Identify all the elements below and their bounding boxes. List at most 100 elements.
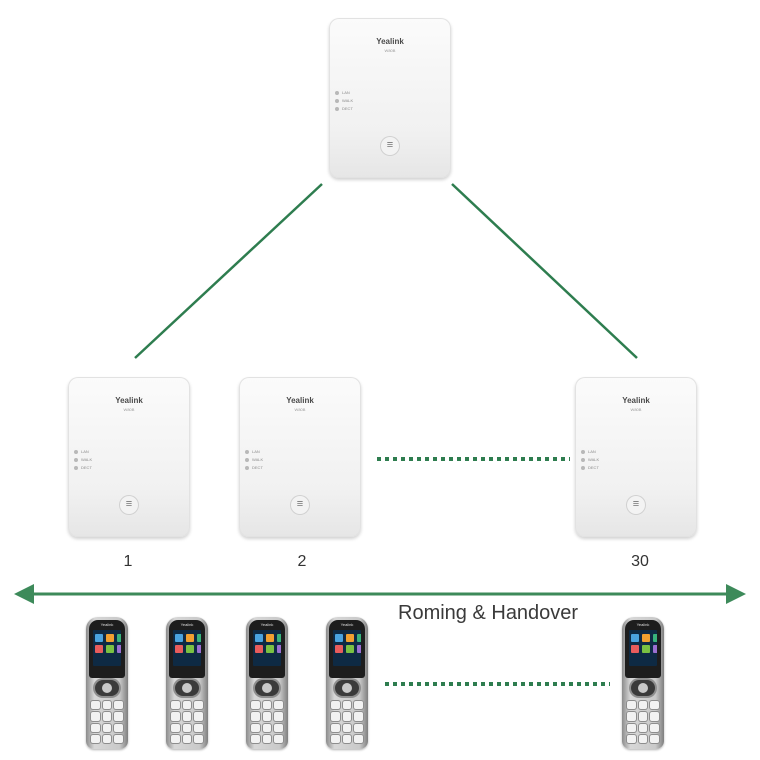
led-icon	[581, 457, 585, 462]
key	[274, 712, 283, 721]
key	[262, 701, 272, 710]
app-icon	[642, 634, 650, 642]
led-label: LAN	[252, 449, 260, 454]
key	[171, 712, 180, 721]
brand-label: Yealink	[286, 396, 314, 405]
key	[354, 734, 363, 743]
key	[627, 734, 636, 743]
app-icon	[631, 645, 639, 653]
menu-button-icon	[380, 136, 400, 156]
model-label: W80B	[384, 48, 396, 53]
app-icon	[346, 634, 354, 642]
app-icon	[95, 645, 103, 653]
key	[331, 734, 340, 743]
base-station-30: Yealink W80B LAN WALK DECT	[575, 377, 697, 537]
connector-line-right	[451, 183, 638, 359]
key	[354, 723, 363, 732]
keypad	[331, 701, 363, 743]
led-label: LAN	[342, 90, 350, 95]
led-indicators: LAN WALK DECT	[581, 448, 599, 472]
model-label: W80B	[630, 407, 642, 412]
led-icon	[335, 98, 339, 103]
app-icon	[266, 645, 274, 653]
base-station-1: Yealink W80B LAN WALK DECT	[68, 377, 190, 537]
app-icon	[175, 634, 183, 642]
key	[342, 701, 352, 710]
led-icon	[581, 465, 585, 470]
menu-button-icon	[290, 495, 310, 515]
app-icon	[335, 645, 343, 653]
app-icon	[346, 645, 354, 653]
app-icon	[255, 634, 263, 642]
app-icon	[653, 634, 657, 642]
app-icon	[335, 634, 343, 642]
key	[650, 712, 659, 721]
handset-brand: Yealink	[180, 622, 194, 627]
app-icon	[266, 634, 274, 642]
led-indicators: LAN WALK DECT	[74, 448, 92, 472]
key	[182, 734, 192, 743]
key	[91, 734, 100, 743]
key	[114, 712, 123, 721]
keypad	[251, 701, 283, 743]
app-icon	[186, 645, 194, 653]
key	[650, 734, 659, 743]
handset-3: Yealink	[246, 617, 288, 749]
handset-brand: Yealink	[636, 622, 650, 627]
key	[251, 712, 260, 721]
key	[171, 723, 180, 732]
key	[194, 701, 203, 710]
led-label: WALK	[588, 457, 600, 462]
handset-screen	[173, 630, 201, 666]
keypad	[171, 701, 203, 743]
brand-label: Yealink	[622, 396, 650, 405]
key	[274, 734, 283, 743]
led-indicators: LAN WALK DECT	[335, 89, 353, 113]
led-label: DECT	[81, 465, 92, 470]
key	[638, 734, 648, 743]
handset-brand: Yealink	[340, 622, 354, 627]
led-icon	[335, 90, 339, 95]
key	[262, 723, 272, 732]
menu-button-icon	[119, 495, 139, 515]
led-icon	[245, 449, 249, 454]
key	[182, 723, 192, 732]
led-indicators: LAN WALK DECT	[245, 448, 263, 472]
navigation-key	[175, 680, 199, 696]
menu-button-icon	[626, 495, 646, 515]
key	[102, 723, 112, 732]
key	[251, 723, 260, 732]
key	[251, 701, 260, 710]
key	[182, 701, 192, 710]
handset-4: Yealink	[326, 617, 368, 749]
key	[331, 712, 340, 721]
app-icon	[95, 634, 103, 642]
app-icon	[653, 645, 657, 653]
double-arrow-icon	[14, 584, 746, 604]
key	[627, 712, 636, 721]
led-icon	[74, 449, 78, 454]
app-icon	[106, 645, 114, 653]
led-icon	[245, 457, 249, 462]
handset-screen	[93, 630, 121, 666]
navigation-key	[255, 680, 279, 696]
keypad	[91, 701, 123, 743]
app-icon	[631, 634, 639, 642]
key	[331, 723, 340, 732]
key	[194, 723, 203, 732]
app-icon	[197, 634, 201, 642]
key	[638, 701, 648, 710]
handset-screen	[253, 630, 281, 666]
base-label-2: 2	[297, 553, 307, 570]
led-icon	[74, 465, 78, 470]
handset-brand: Yealink	[100, 622, 114, 627]
app-icon	[357, 634, 361, 642]
key	[91, 723, 100, 732]
key	[262, 734, 272, 743]
key	[102, 712, 112, 721]
key	[102, 701, 112, 710]
led-label: DECT	[252, 465, 263, 470]
key	[251, 734, 260, 743]
app-icon	[175, 645, 183, 653]
